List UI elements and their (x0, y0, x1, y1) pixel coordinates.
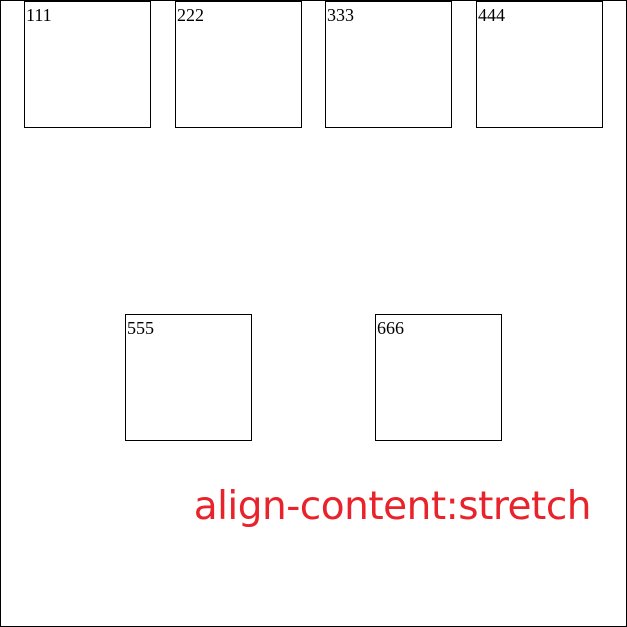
flex-item-label: 333 (327, 5, 354, 25)
flex-item-2: 222 (175, 1, 302, 128)
flex-item-label: 444 (478, 5, 505, 25)
caption-text: align-content:stretch (193, 484, 592, 529)
flex-item-label: 666 (377, 318, 404, 338)
flex-item-label: 222 (177, 5, 204, 25)
flex-item-label: 111 (26, 5, 52, 25)
flex-item-6: 666 (375, 314, 502, 441)
flex-item-1: 111 (24, 1, 151, 128)
flex-item-5: 555 (125, 314, 252, 441)
flex-item-4: 444 (476, 1, 603, 128)
flex-item-3: 333 (325, 1, 452, 128)
flex-item-label: 555 (127, 318, 154, 338)
